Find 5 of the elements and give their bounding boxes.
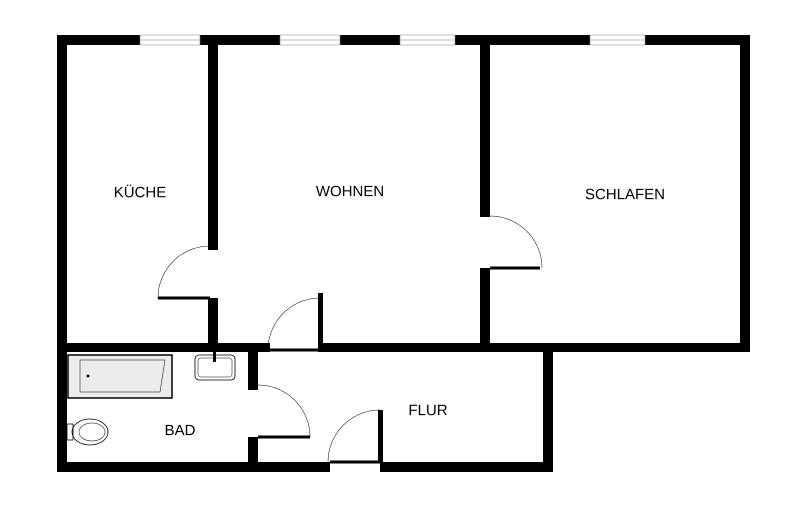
room-label: FLUR [410, 404, 447, 416]
room-label: WOHNEN [316, 186, 383, 196]
room-label: BAD [166, 424, 195, 436]
room-label: SCHLAFEN [586, 188, 664, 200]
room-label: KÜCHE [114, 184, 166, 198]
